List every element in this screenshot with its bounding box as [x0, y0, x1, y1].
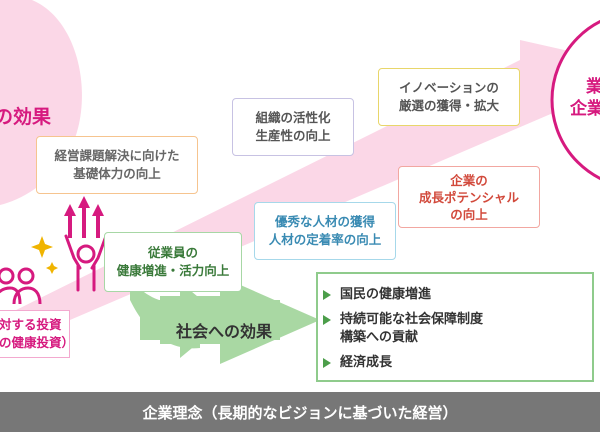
box-employee-health: 従業員の 健康増進・活力向上 — [104, 232, 242, 292]
box-health-investment: 対する投資 の健康投資） — [0, 310, 74, 358]
goal-circle — [550, 19, 600, 181]
box-line: 企業の — [450, 172, 488, 188]
cheering-person-icon — [64, 234, 108, 292]
box-line: 基礎体力の向上 — [73, 166, 161, 181]
box-line: 優秀な人材の獲得 — [274, 214, 375, 229]
goal-circle-line-1: 業 — [586, 77, 600, 97]
bullet-triangle-icon — [323, 315, 331, 325]
result-line: 経済成長 — [340, 355, 393, 370]
social-results-box: 国民の健康増進 持続可能な社会保障制度 構築への貢献 経済成長 — [316, 272, 594, 382]
goal-circle-line-2: 企業 — [570, 99, 600, 119]
box-innovation: イノベーションの 厳選の獲得・拡大 — [378, 68, 520, 126]
box-talent: 優秀な人材の獲得 人材の定着率の向上 — [254, 202, 396, 260]
box-line: 経営課題解決に向けた — [54, 148, 180, 163]
box-line: 厳選の獲得・拡大 — [398, 98, 499, 113]
result-line: 持続可能な社会保障制度 — [340, 312, 484, 327]
result-item: 経済成長 — [323, 354, 592, 372]
footer-philosophy-bar: 企業理念（長期的なビジョンに基づいた経営） — [0, 392, 600, 432]
footer-text: 企業理念（長期的なビジョンに基づいた経営） — [142, 403, 458, 422]
result-line: 構築への貢献 — [340, 330, 419, 345]
result-item: 国民の健康増進 — [323, 286, 592, 304]
box-management-foundation: 経営課題解決に向けた 基礎体力の向上 — [36, 136, 198, 194]
goal-circle-text: 業 企業 — [570, 76, 600, 120]
growth-arrows-icon — [64, 196, 104, 238]
box-line: 生産性の向上 — [255, 128, 331, 143]
result-line: 国民の健康増進 — [340, 287, 432, 302]
social-effect-label: 社会への効果 — [176, 322, 273, 341]
box-line: 人材の定着率の向上 — [268, 232, 382, 247]
box-line: 従業員の — [147, 245, 198, 260]
box-organization: 組織の活性化 生産性の向上 — [232, 98, 354, 156]
result-item: 持続可能な社会保障制度 構築への貢献 — [323, 311, 592, 347]
box-line: 成長ポテンシャル — [418, 189, 519, 205]
people-group-icon — [0, 267, 42, 305]
effect-title: の効果 — [0, 106, 52, 128]
box-line: 健康増進・活力向上 — [116, 263, 230, 278]
box-line: の向上 — [450, 206, 488, 222]
box-line: 組織の活性化 — [255, 110, 331, 125]
sparkle-icon — [31, 236, 58, 274]
bullet-triangle-icon — [323, 358, 331, 368]
box-line: イノベーションの — [399, 80, 499, 95]
box-growth-potential: 企業の 成長ポテンシャル の向上 — [398, 166, 540, 228]
bullet-triangle-icon — [323, 290, 331, 300]
box-line: 対する投資 — [0, 317, 62, 332]
box-line: の健康投資） — [0, 335, 75, 350]
